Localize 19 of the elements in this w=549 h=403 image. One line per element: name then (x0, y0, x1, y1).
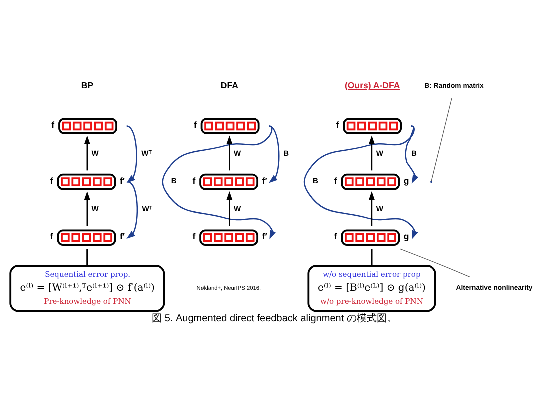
node-label: f (192, 232, 196, 242)
node-label: g (404, 176, 410, 186)
node-label: g (404, 232, 410, 242)
node-label: f′ (262, 176, 268, 186)
node-label: f (334, 232, 338, 242)
label: BP (81, 80, 94, 90)
label: DFA (220, 80, 238, 90)
node-label: f (192, 176, 196, 186)
node-label: f (334, 176, 338, 186)
node-label: f (50, 232, 54, 242)
node-label: f′ (262, 232, 268, 242)
caption: 図 5. Augmented direct feedback alignment の模式図。 (152, 314, 397, 325)
node-label: f (194, 120, 197, 130)
node-label: f′ (120, 232, 126, 242)
node-label: f (52, 120, 55, 130)
label: (Ours) A-DFA (345, 80, 400, 90)
node-label: f (336, 120, 340, 130)
node-label: f (50, 176, 54, 186)
node-label: f′ (120, 176, 126, 186)
